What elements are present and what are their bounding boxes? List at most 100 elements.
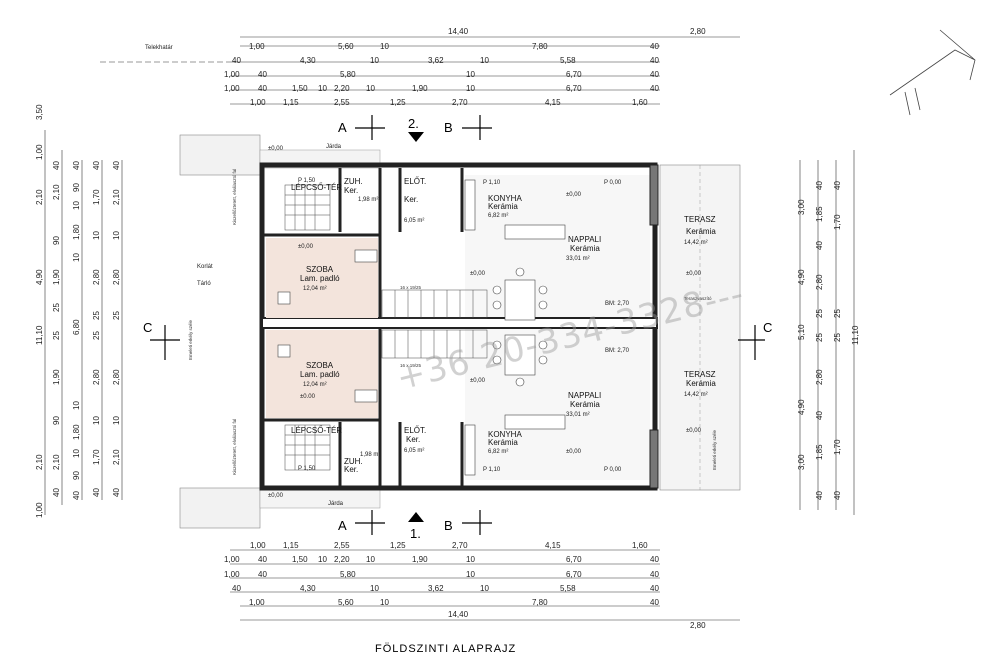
room-stair-hall-bottom: LÉPCSŐ-TÉR: [291, 426, 342, 435]
entry-arrow-bottom-icon: [408, 512, 424, 522]
svg-text:10: 10: [318, 555, 327, 564]
svg-text:6,82 m²: 6,82 m²: [488, 449, 508, 455]
svg-text:10: 10: [380, 598, 389, 607]
svg-text:1,50: 1,50: [292, 555, 308, 564]
top-dim-row-5: 1,00 1,15 2,55 1,25 2,70 4,15 1,60: [250, 98, 648, 107]
svg-text:2,80: 2,80: [92, 269, 101, 285]
svg-text:P 1,10: P 1,10: [483, 180, 501, 186]
svg-text:40: 40: [232, 56, 241, 65]
svg-text:1,00: 1,00: [250, 541, 266, 550]
svg-text:Lam. padló: Lam. padló: [300, 274, 340, 283]
svg-text:40: 40: [650, 84, 659, 93]
svg-text:SZOBA: SZOBA: [306, 361, 334, 370]
svg-text:40: 40: [52, 488, 61, 497]
ceiling-height-top: BM: 2,70: [605, 301, 630, 307]
svg-text:25: 25: [92, 311, 101, 320]
svg-text:2,10: 2,10: [35, 454, 44, 470]
svg-text:90: 90: [72, 471, 81, 480]
svg-text:ELŐT.: ELŐT.: [404, 426, 426, 435]
svg-text:6,82 m²: 6,82 m²: [488, 213, 508, 219]
svg-text:10: 10: [92, 416, 101, 425]
svg-text:14,42 m²: 14,42 m²: [684, 392, 708, 398]
svg-text:TERASZ: TERASZ: [684, 215, 716, 224]
svg-text:3,50: 3,50: [35, 104, 44, 120]
svg-text:Korlát: Korlát: [197, 264, 213, 270]
svg-text:6,70: 6,70: [566, 555, 582, 564]
svg-text:10: 10: [72, 401, 81, 410]
left-dimension-lines: [44, 130, 123, 515]
svg-text:10: 10: [466, 570, 475, 579]
svg-text:±0,00: ±0,00: [470, 271, 486, 277]
svg-text:±0,00: ±0,00: [470, 378, 486, 384]
svg-text:KONYHA: KONYHA: [488, 194, 522, 203]
dim-right-ext-bottom: 2,80: [690, 621, 706, 630]
level-markers: ±0,00 ±0,00 ±0,00 ±0,00 ±0,00 ±0,00 ±0,0…: [268, 146, 702, 499]
svg-text:Kiszellőztetett, elválasztó fa: Kiszellőztetett, elválasztó fal: [232, 419, 237, 475]
svg-text:12,04 m²: 12,04 m²: [303, 286, 327, 292]
section-b-top: B: [444, 120, 453, 135]
svg-text:P 0,00: P 0,00: [604, 467, 622, 473]
svg-text:40: 40: [650, 598, 659, 607]
svg-text:1,25: 1,25: [390, 98, 406, 107]
svg-text:1,00: 1,00: [224, 555, 240, 564]
svg-text:3,00: 3,00: [797, 454, 806, 470]
svg-text:1,70: 1,70: [92, 189, 101, 205]
svg-text:40: 40: [815, 241, 824, 250]
svg-text:6,70: 6,70: [566, 570, 582, 579]
svg-text:Kerámia: Kerámia: [686, 227, 716, 236]
bottom-dim-row-5: 1,00 5,60 10 7,80 40: [249, 598, 659, 607]
beds: [277, 249, 378, 403]
svg-text:±0,00: ±0,00: [566, 449, 582, 455]
staircase-bottom: [284, 329, 488, 471]
svg-text:Emeleti erkély széle: Emeleti erkély széle: [188, 319, 193, 360]
top-dim-row-3: 1,00 40 5,80 10 6,70 40: [224, 70, 659, 79]
svg-text:90: 90: [72, 183, 81, 192]
svg-text:1,80: 1,80: [72, 424, 81, 440]
svg-text:40: 40: [650, 56, 659, 65]
svg-text:1,00: 1,00: [250, 98, 266, 107]
bottom-dim-row-3: 1,00 40 5,80 10 6,70 40: [224, 570, 659, 579]
svg-text:NAPPALI: NAPPALI: [568, 235, 601, 244]
section-a-top: A: [338, 120, 347, 135]
svg-text:40: 40: [815, 411, 824, 420]
svg-text:1,25: 1,25: [390, 541, 406, 550]
bedroom-floor-bottom: [266, 330, 378, 418]
left-dim-col-4: 40 2,10 10 2,80 25 2,80 10 2,10 40: [112, 161, 121, 497]
svg-text:10: 10: [370, 56, 379, 65]
svg-text:±0.00: ±0.00: [300, 394, 316, 400]
svg-text:NAPPALI: NAPPALI: [568, 391, 601, 400]
svg-text:2,10: 2,10: [112, 449, 121, 465]
svg-text:ELŐT.: ELŐT.: [404, 177, 426, 186]
svg-text:25: 25: [815, 309, 824, 318]
svg-text:1,00: 1,00: [35, 502, 44, 518]
svg-text:2,70: 2,70: [452, 98, 468, 107]
room-hall-bottom: ELŐT. Ker. 6,05 m²: [404, 426, 426, 454]
svg-text:10: 10: [72, 201, 81, 210]
svg-text:40: 40: [815, 491, 824, 500]
svg-text:6,70: 6,70: [566, 84, 582, 93]
right-dim-total: 11,10: [851, 325, 860, 345]
svg-text:3,00: 3,00: [797, 199, 806, 215]
svg-text:40: 40: [258, 70, 267, 79]
svg-text:TERASZ: TERASZ: [684, 370, 716, 379]
svg-text:25: 25: [833, 309, 842, 318]
section-markers: [150, 115, 765, 535]
svg-text:40: 40: [258, 570, 267, 579]
svg-text:±0,00: ±0,00: [686, 428, 702, 434]
svg-text:Kerámia: Kerámia: [488, 202, 518, 211]
interior-walls: [262, 168, 464, 486]
svg-text:P 1,50: P 1,50: [298, 178, 316, 184]
svg-text:40: 40: [833, 181, 842, 190]
left-dim-col-2: 40 90 10 1,80 10 6,80 10 1,80 10 90 40: [72, 161, 81, 500]
paving-top-left: [179, 134, 261, 176]
svg-text:Emeleti erkély széle: Emeleti erkély széle: [712, 429, 717, 470]
svg-text:40: 40: [72, 161, 81, 170]
svg-text:10: 10: [466, 555, 475, 564]
svg-text:40: 40: [650, 42, 659, 51]
svg-text:40: 40: [815, 181, 824, 190]
svg-text:P 0,00: P 0,00: [604, 180, 622, 186]
svg-text:10: 10: [370, 584, 379, 593]
svg-text:6,05 m²: 6,05 m²: [404, 448, 424, 454]
ceiling-height-bottom: BM: 2,70: [605, 348, 630, 354]
dim-overall-top: 14,40: [448, 27, 469, 36]
